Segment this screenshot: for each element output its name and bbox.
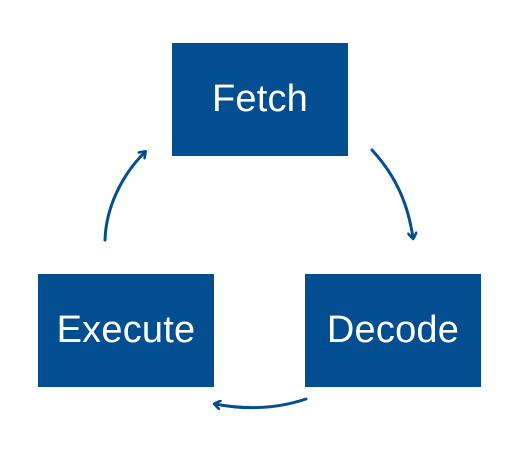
node-fetch: Fetch [172,43,348,156]
node-execute-label: Execute [56,309,196,351]
node-decode: Decode [305,274,481,387]
arrow-execute-to-fetch [103,152,145,242]
arrow-decode-to-execute [215,397,308,408]
node-decode-label: Decode [326,309,460,351]
arrow-fetch-to-decode [370,148,413,238]
node-execute: Execute [38,274,214,387]
node-fetch-label: Fetch [211,78,309,120]
